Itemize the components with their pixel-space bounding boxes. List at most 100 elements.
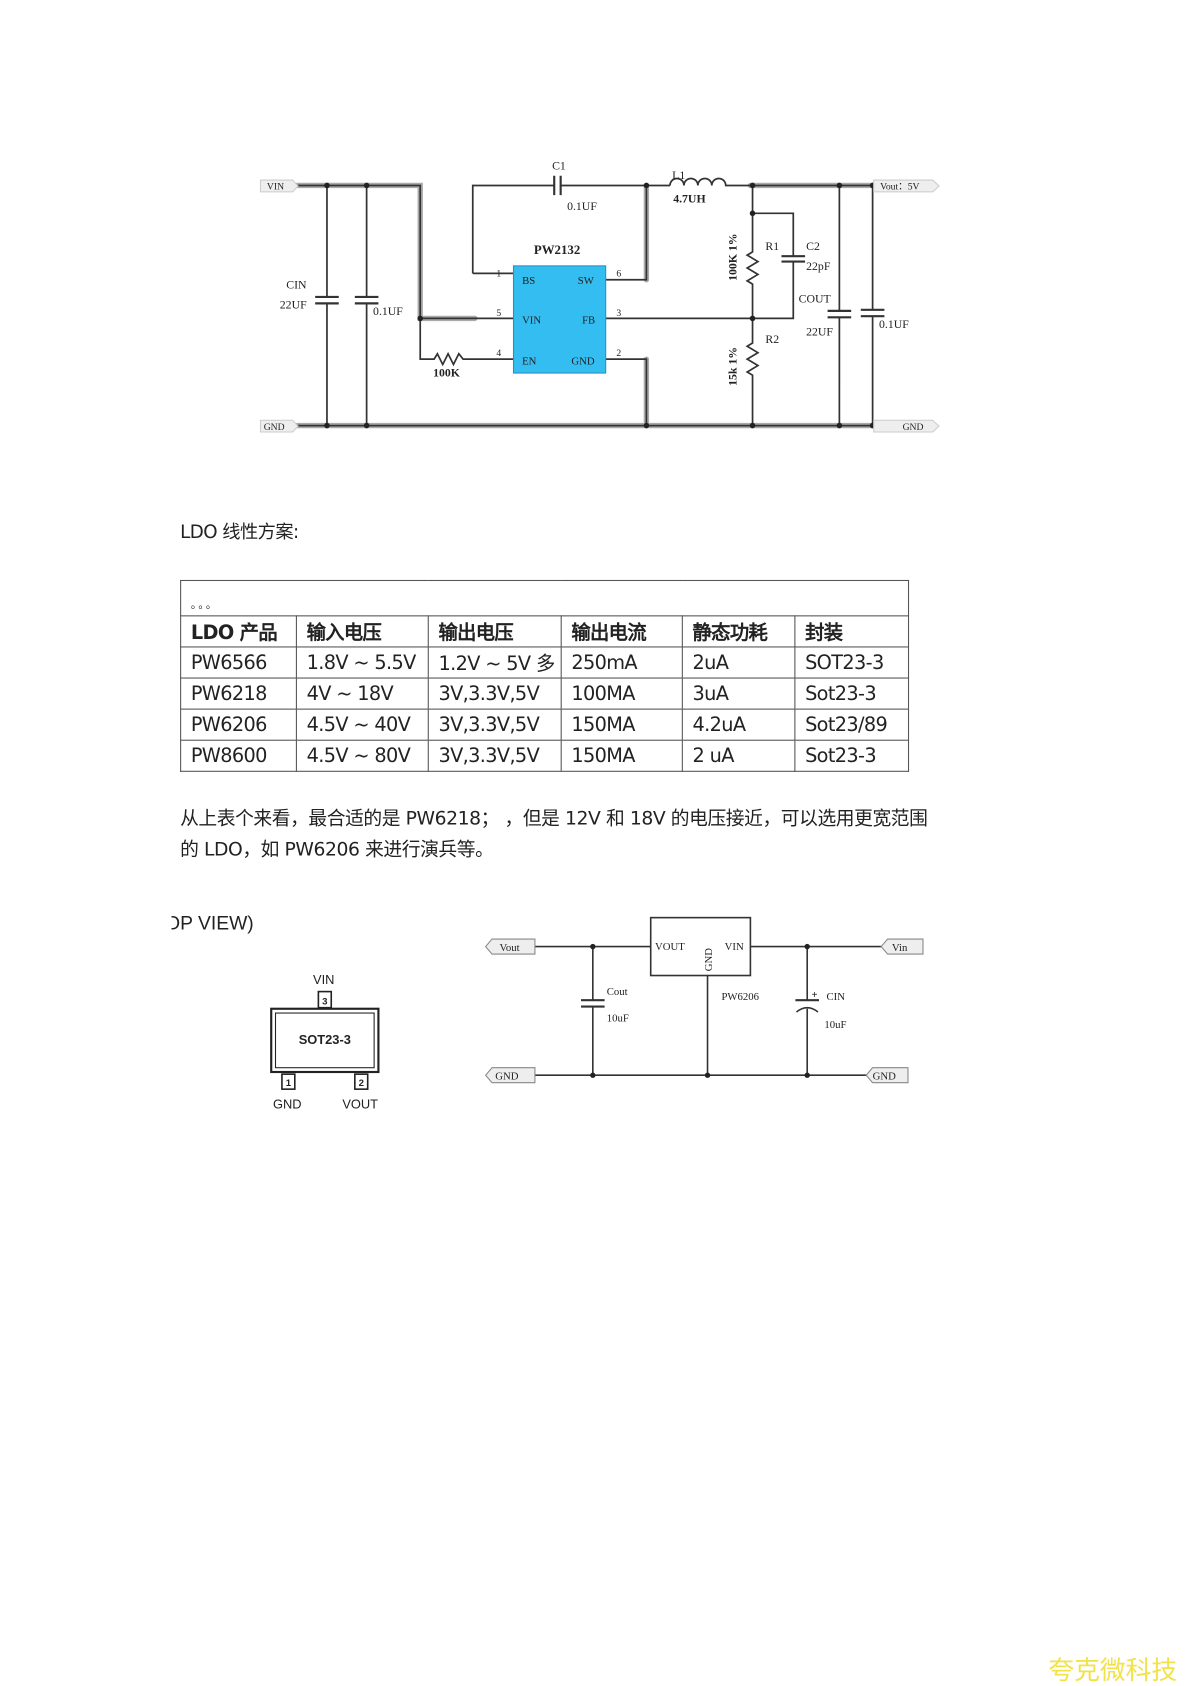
svg-text:100K 1%: 100K 1% [725,233,739,280]
ldo-comparison-table: 。。。 LDO 产品 输入电压 输出电压 输出电流 静态功耗 封装 PW6566… [180,579,910,772]
header-cell: 输入电压 [295,615,429,648]
table-cell: 3uA [681,677,796,710]
svg-text:2: 2 [616,348,621,359]
svg-text:10uF: 10uF [607,1013,629,1025]
table-cell: 100MA [560,677,683,710]
svg-text:1: 1 [286,1078,292,1089]
svg-text:C1: C1 [552,158,566,172]
header-cell: 封装 [794,615,910,648]
svg-text:SOT23-3: SOT23-3 [299,1032,351,1047]
svg-text:CIN: CIN [827,991,846,1003]
svg-text:10uF: 10uF [824,1019,846,1031]
svg-text:FB: FB [582,315,595,327]
top-view-label: OP VIEW) [171,912,254,934]
paragraph-line-2: 的 LDO，如 PW6206 来进行演兵等。 [180,839,494,861]
table-cell: 2 uA [681,739,796,772]
svg-text:GND: GND [571,355,594,367]
svg-text:SW: SW [578,275,595,287]
svg-text:Vin: Vin [892,942,908,954]
svg-text:0.1UF: 0.1UF [567,199,597,213]
svg-text:22UF: 22UF [280,298,307,312]
svg-text:1: 1 [496,269,501,280]
table-cell: 3V,3.3V,5V [427,677,562,710]
svg-text:15k 1%: 15k 1% [725,347,739,386]
ldo-section-heading: LDO 线性方案: [180,522,299,544]
net-tag-vout: Vout：5V [873,179,940,193]
svg-text:GND: GND [873,1071,896,1083]
svg-text:22UF: 22UF [806,325,833,339]
svg-text:Vout: Vout [500,942,520,954]
pw2132-ic [512,265,607,374]
header-cell: 输出电压 [427,615,562,648]
table-cell: Sot23/89 [794,708,910,741]
table-cell: 1.8V ~ 5.5V [295,646,429,679]
table-cell: 250mA [560,646,683,679]
table-cell: PW6566 [180,646,297,679]
table-cell: 4.2uA [681,708,796,741]
net-tag-gnd-left: GND [259,419,299,433]
header-cell: 静态功耗 [681,615,796,648]
table-cell: PW6218 [180,677,297,710]
svg-text:4.7UH: 4.7UH [673,192,705,206]
svg-text:100K: 100K [433,365,461,379]
boost-converter-schematic: VIN GND Vout：5V GND PW2132 BS SW VIN FB … [259,158,940,433]
svg-text:VIN: VIN [267,182,284,193]
svg-text:CIN: CIN [286,277,307,291]
table-cell: 4.5V ~ 40V [295,708,429,741]
svg-text:L1: L1 [672,168,685,182]
svg-text:VOUT: VOUT [342,1096,378,1111]
svg-text:R2: R2 [765,332,779,346]
net-tag-gnd-right: GND [873,419,940,433]
svg-text:COUT: COUT [799,291,831,305]
table-cell: PW8600 [180,739,297,772]
svg-text:R1: R1 [765,239,779,253]
svg-text:0.1UF: 0.1UF [373,304,403,318]
svg-text:VIN: VIN [725,941,744,953]
net-tag-vin: VIN [259,179,299,193]
svg-text:GND: GND [273,1096,302,1111]
table-cell: 2uA [681,646,796,679]
paragraph-line-1: 从上表个来看，最合适的是 PW6218； ，但是 12V 和 18V 的电压接近… [180,808,928,830]
svg-text:Cout: Cout [607,986,628,998]
svg-text:C2: C2 [806,239,820,253]
table-cell: 4.5V ~ 80V [295,739,429,772]
svg-text:GND: GND [495,1071,518,1083]
svg-text:PW6206: PW6206 [721,991,759,1003]
svg-text:VIN: VIN [522,315,541,327]
svg-text:VOUT: VOUT [655,941,685,953]
svg-text:22pF: 22pF [806,259,831,273]
svg-text:EN: EN [522,355,537,367]
table-caption: 。。。 [180,579,910,617]
svg-text:VIN: VIN [313,972,334,987]
svg-text:GND: GND [903,422,924,433]
svg-text:BS: BS [522,275,535,287]
header-cell: LDO 产品 [180,615,297,648]
svg-text:Vout：5V: Vout：5V [880,182,919,193]
svg-text:+: + [812,989,818,1001]
watermark: 夸克微科技 [1048,1655,1178,1686]
svg-text:GND: GND [703,948,715,971]
table-cell: 1.2V ~ 5V 多 [427,646,562,679]
svg-text:GND: GND [264,422,285,433]
svg-text:0.1UF: 0.1UF [879,317,909,331]
table-cell: SOT23-3 [794,646,910,679]
table-cell: PW6206 [180,708,297,741]
table-cell: 150MA [560,739,683,772]
table-cell: 4V ~ 18V [295,677,429,710]
table-cell: 150MA [560,708,683,741]
table-header-row: LDO 产品 输入电压 输出电压 输出电流 静态功耗 封装 [180,615,910,648]
table-cell: Sot23-3 [794,739,910,772]
table-cell: 3V,3.3V,5V [427,708,562,741]
svg-text:PW2132: PW2132 [534,243,580,257]
svg-text:3: 3 [616,308,621,319]
header-cell: 输出电流 [560,615,683,648]
table-cell: Sot23-3 [794,677,910,710]
table-cell: 3V,3.3V,5V [427,739,562,772]
ldo-application-schematic: Vout Vin GND GND VOUT VIN GND PW6206 Cou… [484,916,924,1084]
svg-text:2: 2 [359,1078,364,1089]
svg-text:4: 4 [496,348,501,359]
